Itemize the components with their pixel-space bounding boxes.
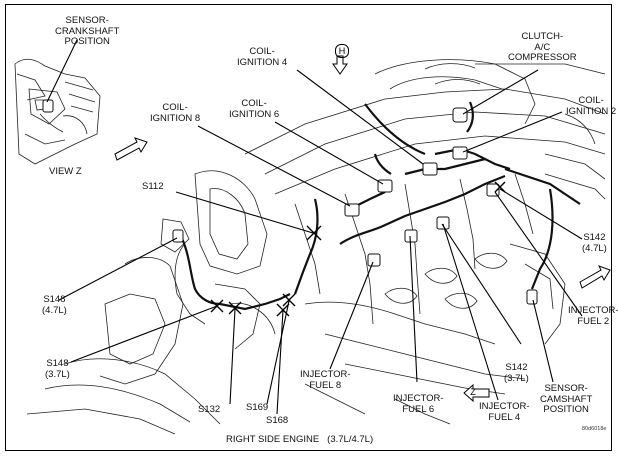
view-z-sketch — [14, 58, 101, 165]
label-s148-3-7l: S148 (3.7L) — [45, 358, 70, 380]
leader-clutch — [462, 69, 539, 115]
label-s142-4-7l: S142 (4.7L) — [582, 232, 607, 254]
leader-s132 — [229, 308, 236, 405]
leader-cam — [532, 299, 554, 383]
label-clutch-ac-compressor: CLUTCH- A/C COMPRESSOR — [508, 31, 577, 63]
injector-6-connector — [404, 229, 418, 243]
leader-inj8 — [329, 261, 374, 370]
label-s112: S112 — [142, 181, 164, 192]
label-s132: S132 — [198, 404, 221, 415]
injector-4-connector — [436, 216, 450, 230]
view-h-marker: H — [335, 44, 349, 58]
splice-marks — [210, 181, 506, 317]
s132-mark — [228, 301, 242, 315]
view-h-arrow — [332, 55, 348, 75]
view-z-marker: Z — [470, 387, 476, 397]
s169-mark — [282, 293, 296, 307]
diagram-frame: SENSOR- CRANKSHAFT POSITION VIEW Z COIL-… — [5, 4, 618, 451]
leader-coil4 — [296, 69, 424, 165]
label-injector-fuel-8: INJECTOR- FUEL 8 — [300, 369, 351, 391]
leader-s148-47 — [58, 237, 178, 301]
direction-arrows — [114, 55, 611, 403]
label-s142-3-7l: S142 (3.7L) — [504, 362, 529, 384]
caption-right-side-engine: RIGHT SIDE ENGINE (3.7L/4.7L) — [226, 434, 374, 445]
coil-4-connector — [422, 162, 438, 176]
harness-connector — [172, 229, 184, 243]
label-s148-4-7l: S148 (4.7L) — [42, 294, 67, 316]
diagram-border — [5, 4, 612, 451]
s112-mark — [306, 225, 322, 241]
leader-coil8 — [197, 125, 351, 207]
leader-s168 — [276, 309, 284, 415]
leader-coil2 — [462, 111, 563, 153]
intake-manifold — [244, 59, 606, 425]
leader-inj2 — [494, 191, 583, 317]
leader-coil6 — [274, 121, 384, 185]
label-view-z: VIEW Z — [49, 166, 82, 177]
label-sensor-camshaft: SENSOR- CAMSHAFT POSITION — [540, 383, 593, 415]
label-s168: S168 — [266, 415, 289, 426]
label-coil-ignition-8: COIL- IGNITION 8 — [150, 102, 201, 124]
leader-inj6 — [409, 235, 418, 383]
engine-illustration — [5, 4, 612, 451]
view-z-arrow — [463, 383, 490, 403]
connectors — [42, 99, 538, 305]
label-injector-fuel-6: INJECTOR- FUEL 6 — [393, 393, 444, 415]
leader-s148-37 — [70, 305, 218, 363]
leader-s142-47 — [499, 188, 583, 240]
label-injector-fuel-2: INJECTOR- FUEL 2 — [568, 305, 618, 327]
label-sensor-crankshaft: SENSOR- CRANKSHAFT POSITION — [55, 15, 120, 47]
leader-s112 — [175, 191, 314, 234]
clutch-connector — [452, 107, 468, 123]
leader-s142-37 — [441, 223, 522, 345]
leader-crank — [46, 39, 78, 103]
injector-8-connector — [367, 253, 381, 267]
s142-mark — [494, 181, 506, 193]
engine-block-left — [26, 170, 276, 435]
leader-s169 — [266, 300, 290, 405]
crankshaft-sensor-connector — [42, 99, 54, 113]
leader-inj4 — [442, 223, 499, 401]
fwd-arrow-left — [114, 137, 148, 161]
label-coil-ignition-2: COIL- IGNITION 2 — [566, 95, 617, 117]
label-injector-fuel-4: INJECTOR- FUEL 4 — [479, 401, 530, 423]
coil-2-connector — [452, 146, 468, 160]
leader-lines — [46, 39, 583, 415]
label-coil-ignition-4: COIL- IGNITION 4 — [237, 46, 288, 68]
label-coil-ignition-6: COIL- IGNITION 6 — [229, 98, 280, 120]
fwd-arrow-right — [579, 265, 611, 289]
coil-8-connector — [344, 203, 360, 217]
figure-code: 80d6018e — [582, 426, 607, 432]
label-s169: S169 — [246, 402, 269, 413]
wiring-harness — [179, 101, 581, 311]
camshaft-sensor-connector — [526, 289, 538, 305]
